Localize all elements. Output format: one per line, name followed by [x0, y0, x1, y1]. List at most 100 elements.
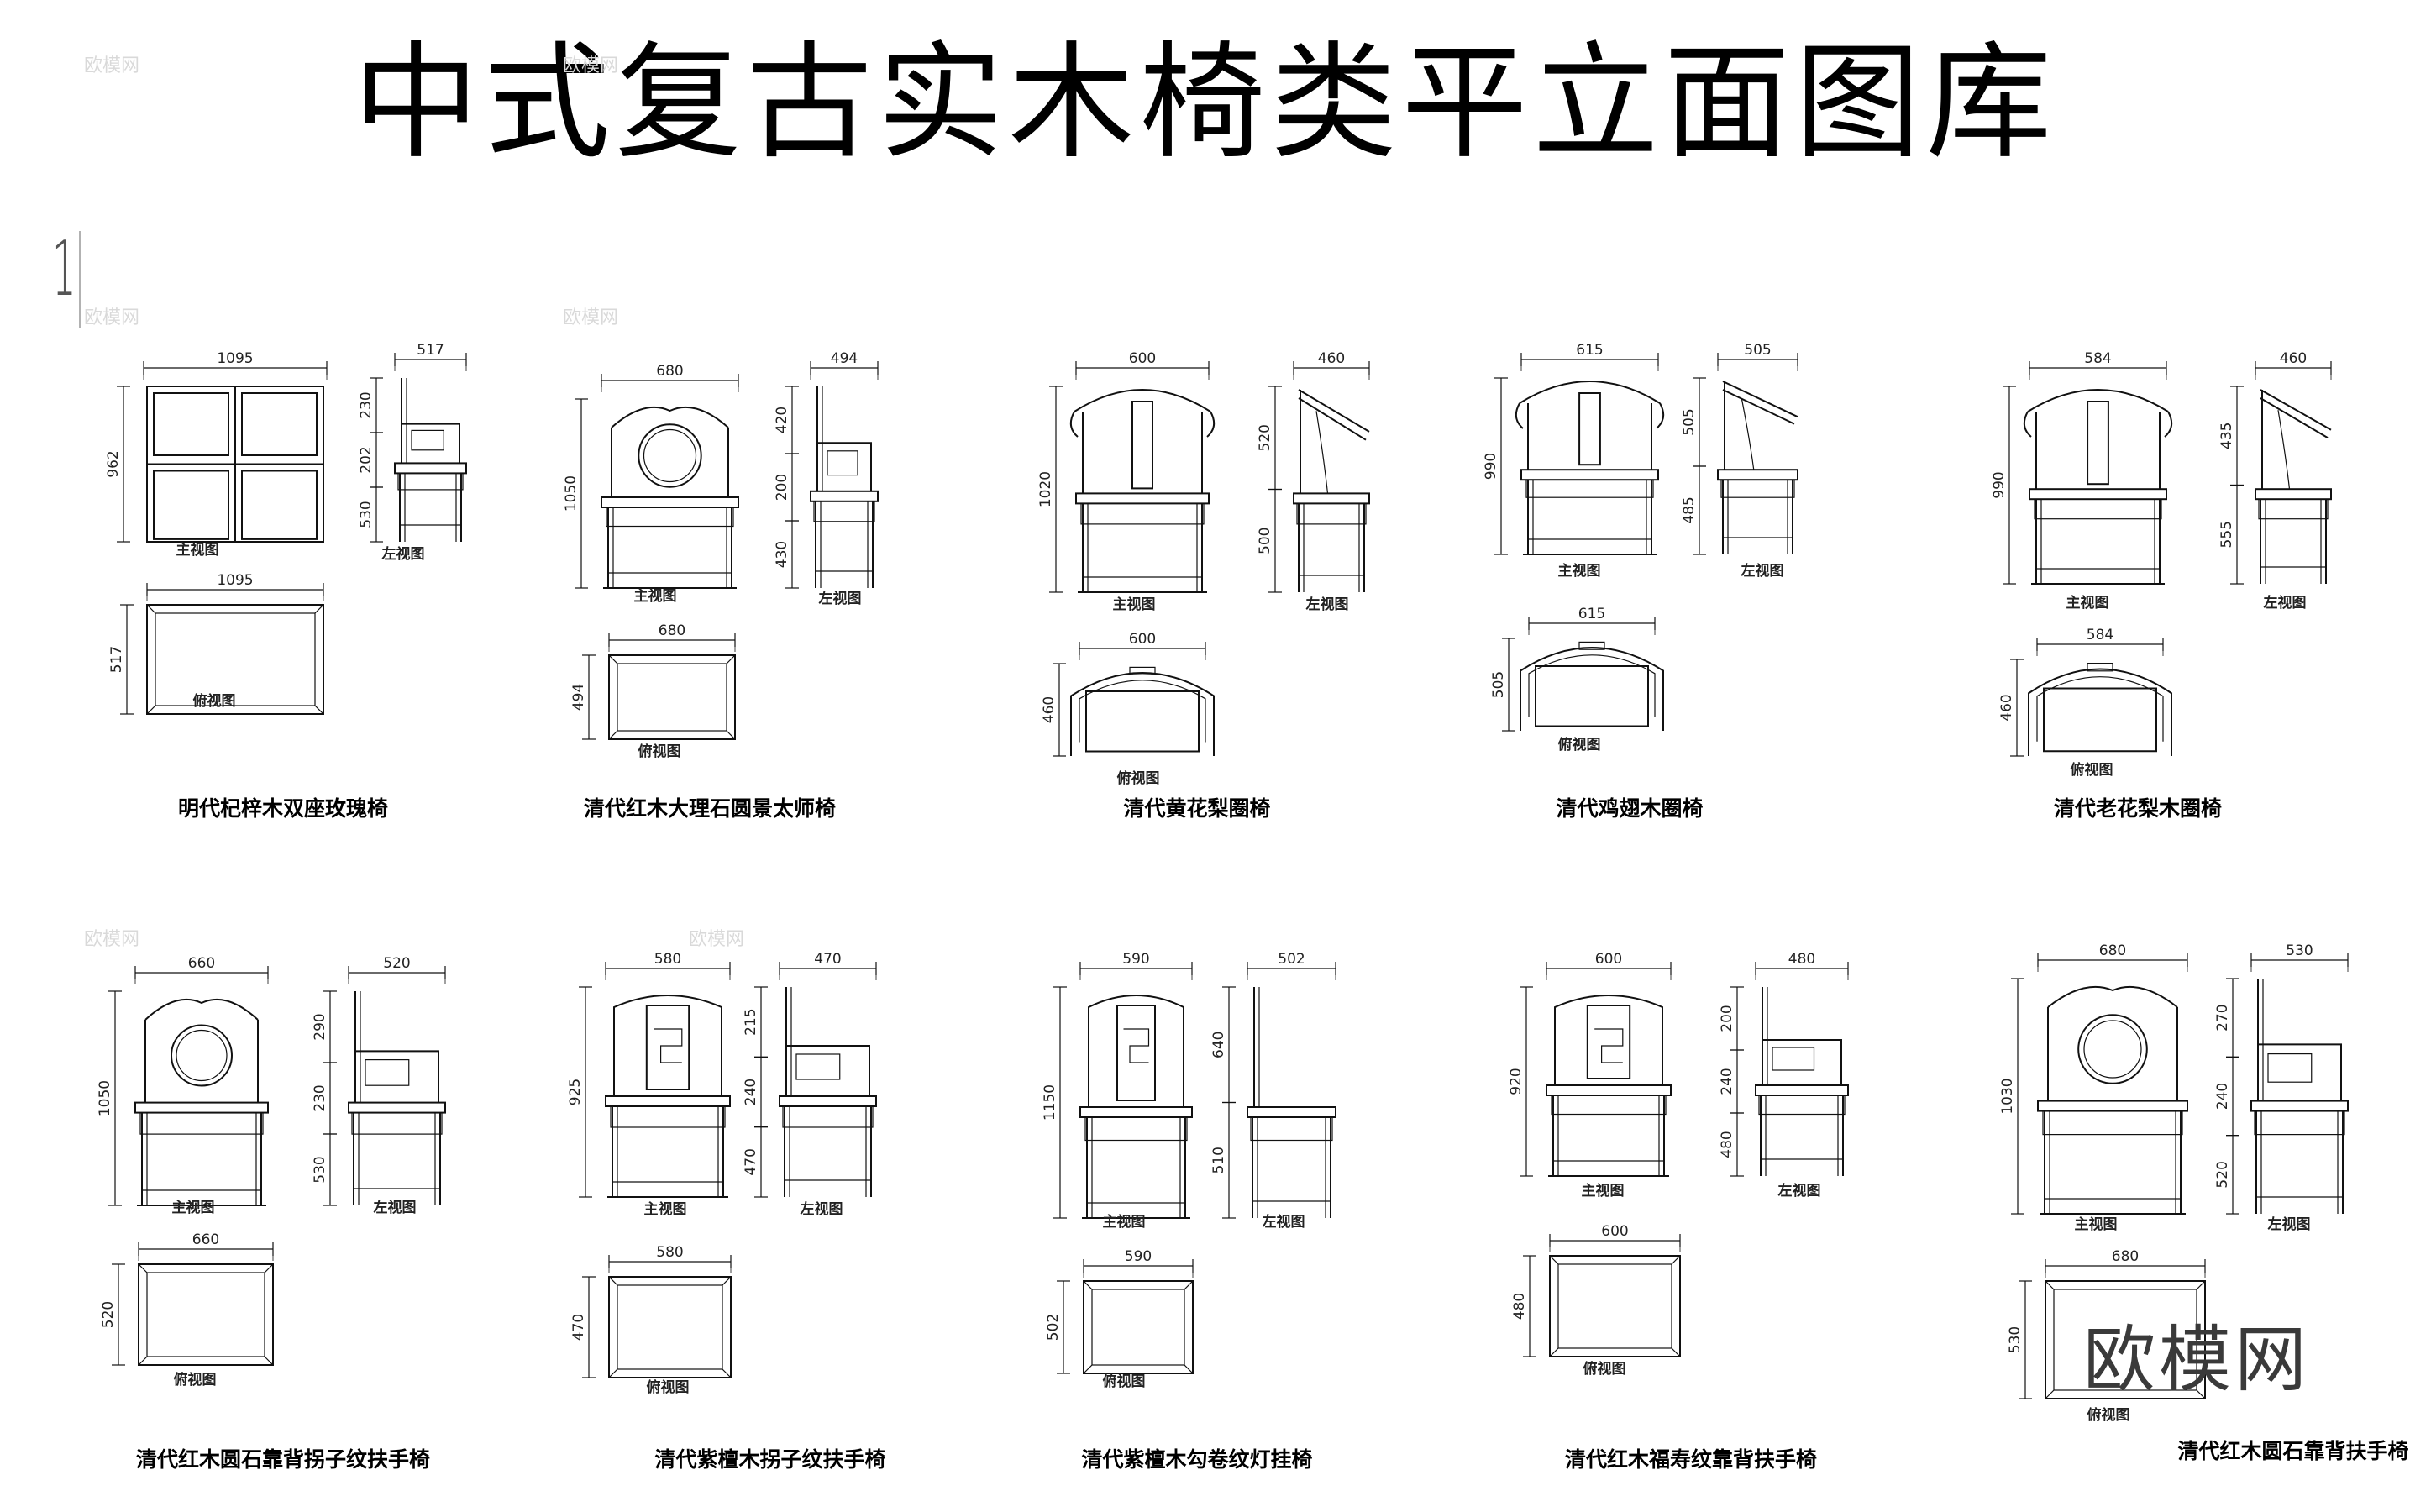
- view-label-top: 俯视图: [1117, 769, 1160, 787]
- dimension-label: 502: [1045, 1314, 1062, 1341]
- dimension-label: 990: [1991, 471, 2008, 498]
- dimension-label: 510: [1210, 1147, 1227, 1173]
- dimension-label: 660: [192, 1231, 219, 1248]
- dimension-label: 470: [743, 1148, 759, 1175]
- dimension-label: 505: [1681, 408, 1698, 435]
- watermark: 欧模网: [689, 929, 745, 950]
- view-label-front: 主视图: [2066, 594, 2109, 612]
- dimension-label: 680: [659, 622, 685, 639]
- dimension-label: 555: [2218, 521, 2235, 548]
- front-view: 600 920: [1508, 951, 1672, 1177]
- dimension-label: 230: [358, 391, 375, 418]
- view-label-side: 左视图: [2264, 594, 2307, 612]
- view-label-top: 俯视图: [2071, 761, 2113, 779]
- view-label-side: 左视图: [801, 1200, 843, 1218]
- view-label-front: 主视图: [644, 1200, 687, 1218]
- view-label-front: 主视图: [1582, 1182, 1625, 1200]
- dimension-label: 1095: [217, 350, 253, 367]
- view-label-side: 左视图: [1306, 596, 1349, 613]
- view-label-side: 左视图: [1263, 1213, 1305, 1231]
- dimension-label: 435: [2218, 423, 2235, 449]
- view-label-top: 俯视图: [193, 692, 236, 710]
- dimension-label: 485: [1681, 496, 1698, 523]
- dimension-label: 517: [108, 646, 125, 673]
- view-label-front: 主视图: [2075, 1215, 2118, 1233]
- dimension-label: 600: [1595, 951, 1622, 968]
- dimension-label: 215: [743, 1008, 759, 1035]
- dimension-label: 200: [774, 474, 790, 501]
- view-label-side: 左视图: [2268, 1215, 2311, 1233]
- dimension-label: 962: [105, 450, 122, 477]
- chair-caption: 清代紫檀木勾卷纹灯挂椅: [1081, 1447, 1313, 1472]
- watermark: 欧模网: [563, 307, 619, 328]
- watermark: 欧模网: [84, 55, 140, 76]
- dimension-label: 600: [1129, 631, 1156, 648]
- dimension-label: 584: [2087, 627, 2113, 643]
- view-label-side: 左视图: [374, 1199, 417, 1216]
- dimension-label: 240: [743, 1079, 759, 1105]
- dimension-label: 680: [2112, 1248, 2139, 1265]
- chair-caption: 清代黄花梨圈椅: [1123, 796, 1271, 821]
- view-label-front: 主视图: [1113, 596, 1156, 613]
- view-label-top: 俯视图: [1558, 736, 1601, 753]
- dimension-label: 680: [2099, 942, 2126, 959]
- view-label-front: 主视图: [1103, 1213, 1146, 1231]
- dimension-label: 640: [1210, 1032, 1227, 1058]
- dimension-label: 202: [358, 446, 375, 473]
- view-label-side: 左视图: [819, 590, 862, 607]
- dimension-label: 470: [570, 1314, 587, 1341]
- dimension-label: 502: [1278, 951, 1305, 968]
- chair-caption: 清代红木圆石靠背拐子纹扶手椅: [135, 1447, 431, 1472]
- dimension-label: 590: [1125, 1248, 1152, 1265]
- view-label-front: 主视图: [1558, 562, 1601, 580]
- dimension-label: 517: [417, 342, 444, 359]
- dimension-label: 240: [2214, 1083, 2231, 1110]
- view-label-front: 主视图: [176, 541, 219, 559]
- watermark: 欧模网: [84, 307, 140, 328]
- view-label-side: 左视图: [382, 545, 425, 563]
- dimension-label: 480: [1788, 951, 1815, 968]
- view-label-top: 俯视图: [638, 743, 681, 760]
- dimension-label: 420: [774, 407, 790, 433]
- view-label-front: 主视图: [634, 587, 677, 605]
- dimension-label: 505: [1744, 342, 1771, 359]
- dimension-label: 520: [1257, 424, 1273, 451]
- dimension-label: 615: [1576, 342, 1603, 359]
- dimension-label: 460: [1041, 696, 1058, 723]
- chair-caption: 清代紫檀木拐子纹扶手椅: [654, 1447, 886, 1472]
- top-view: 590 502: [1045, 1248, 1194, 1374]
- dimension-label: 470: [814, 951, 841, 968]
- side-view: 505 505 485: [1681, 342, 1798, 555]
- dimension-label: 270: [2214, 1004, 2231, 1031]
- dimension-label: 230: [312, 1084, 328, 1111]
- dimension-label: 920: [1508, 1068, 1525, 1095]
- watermark: 欧模网: [563, 55, 619, 76]
- dimension-label: 1150: [1042, 1084, 1058, 1121]
- dimension-label: 520: [383, 955, 410, 972]
- dimension-label: 480: [1511, 1293, 1528, 1320]
- sheet-number: 1: [52, 225, 76, 313]
- watermark-logo: 欧模网: [2083, 1318, 2310, 1402]
- chair-caption: 清代红木福寿纹靠背扶手椅: [1564, 1447, 1818, 1472]
- dimension-label: 925: [567, 1079, 584, 1105]
- chair-caption: 清代红木大理石圆景太师椅: [583, 796, 837, 821]
- dimension-label: 600: [1129, 350, 1156, 367]
